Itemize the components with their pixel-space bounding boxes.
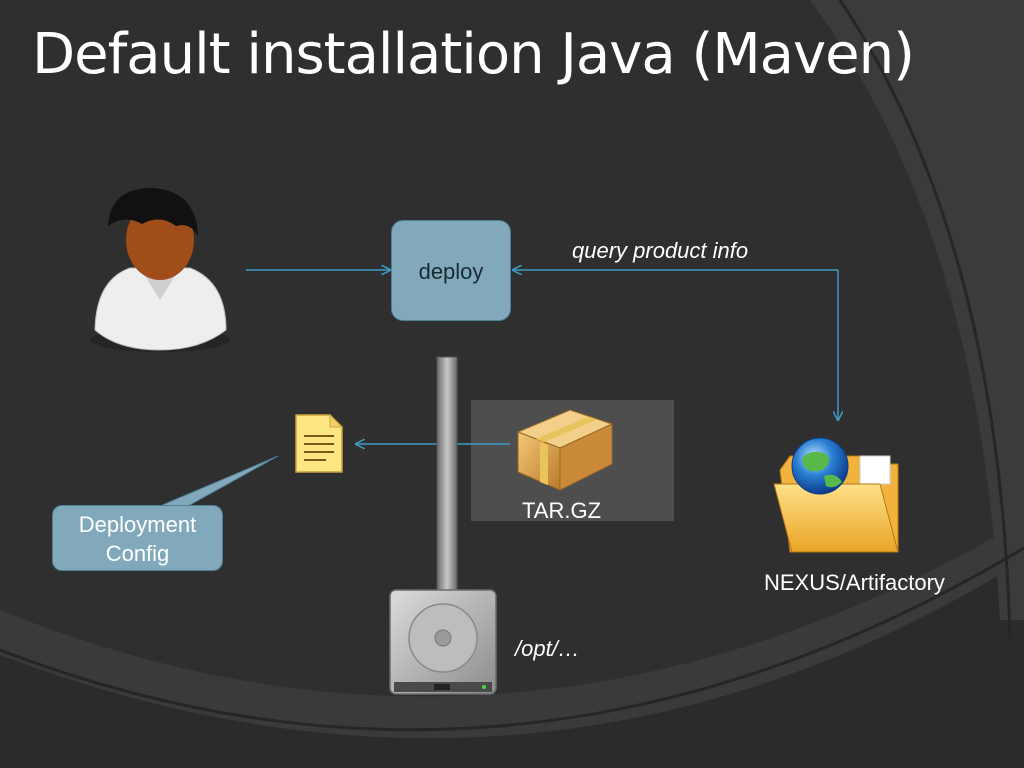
install-arrow <box>423 356 471 613</box>
config-callout-pointer <box>159 455 279 507</box>
deploy-step-box: deploy <box>391 220 511 321</box>
package-box-icon <box>516 409 614 491</box>
config-label-line2: Config <box>105 541 170 566</box>
network-folder-icon <box>773 437 899 553</box>
install-path-label: /opt/… <box>515 636 580 661</box>
hard-drive-icon <box>389 589 497 695</box>
user-icon <box>90 188 230 352</box>
deployment-config-callout: Deployment Config <box>52 505 223 571</box>
slide-title: Default installation Java (Maven) <box>32 22 915 87</box>
config-label-line1: Deployment <box>78 512 197 537</box>
package-label: TAR.GZ <box>522 498 602 523</box>
repository-label: NEXUS/Artifactory <box>764 570 945 595</box>
query-product-info-label: query product info <box>572 238 749 263</box>
document-icon <box>295 413 344 473</box>
